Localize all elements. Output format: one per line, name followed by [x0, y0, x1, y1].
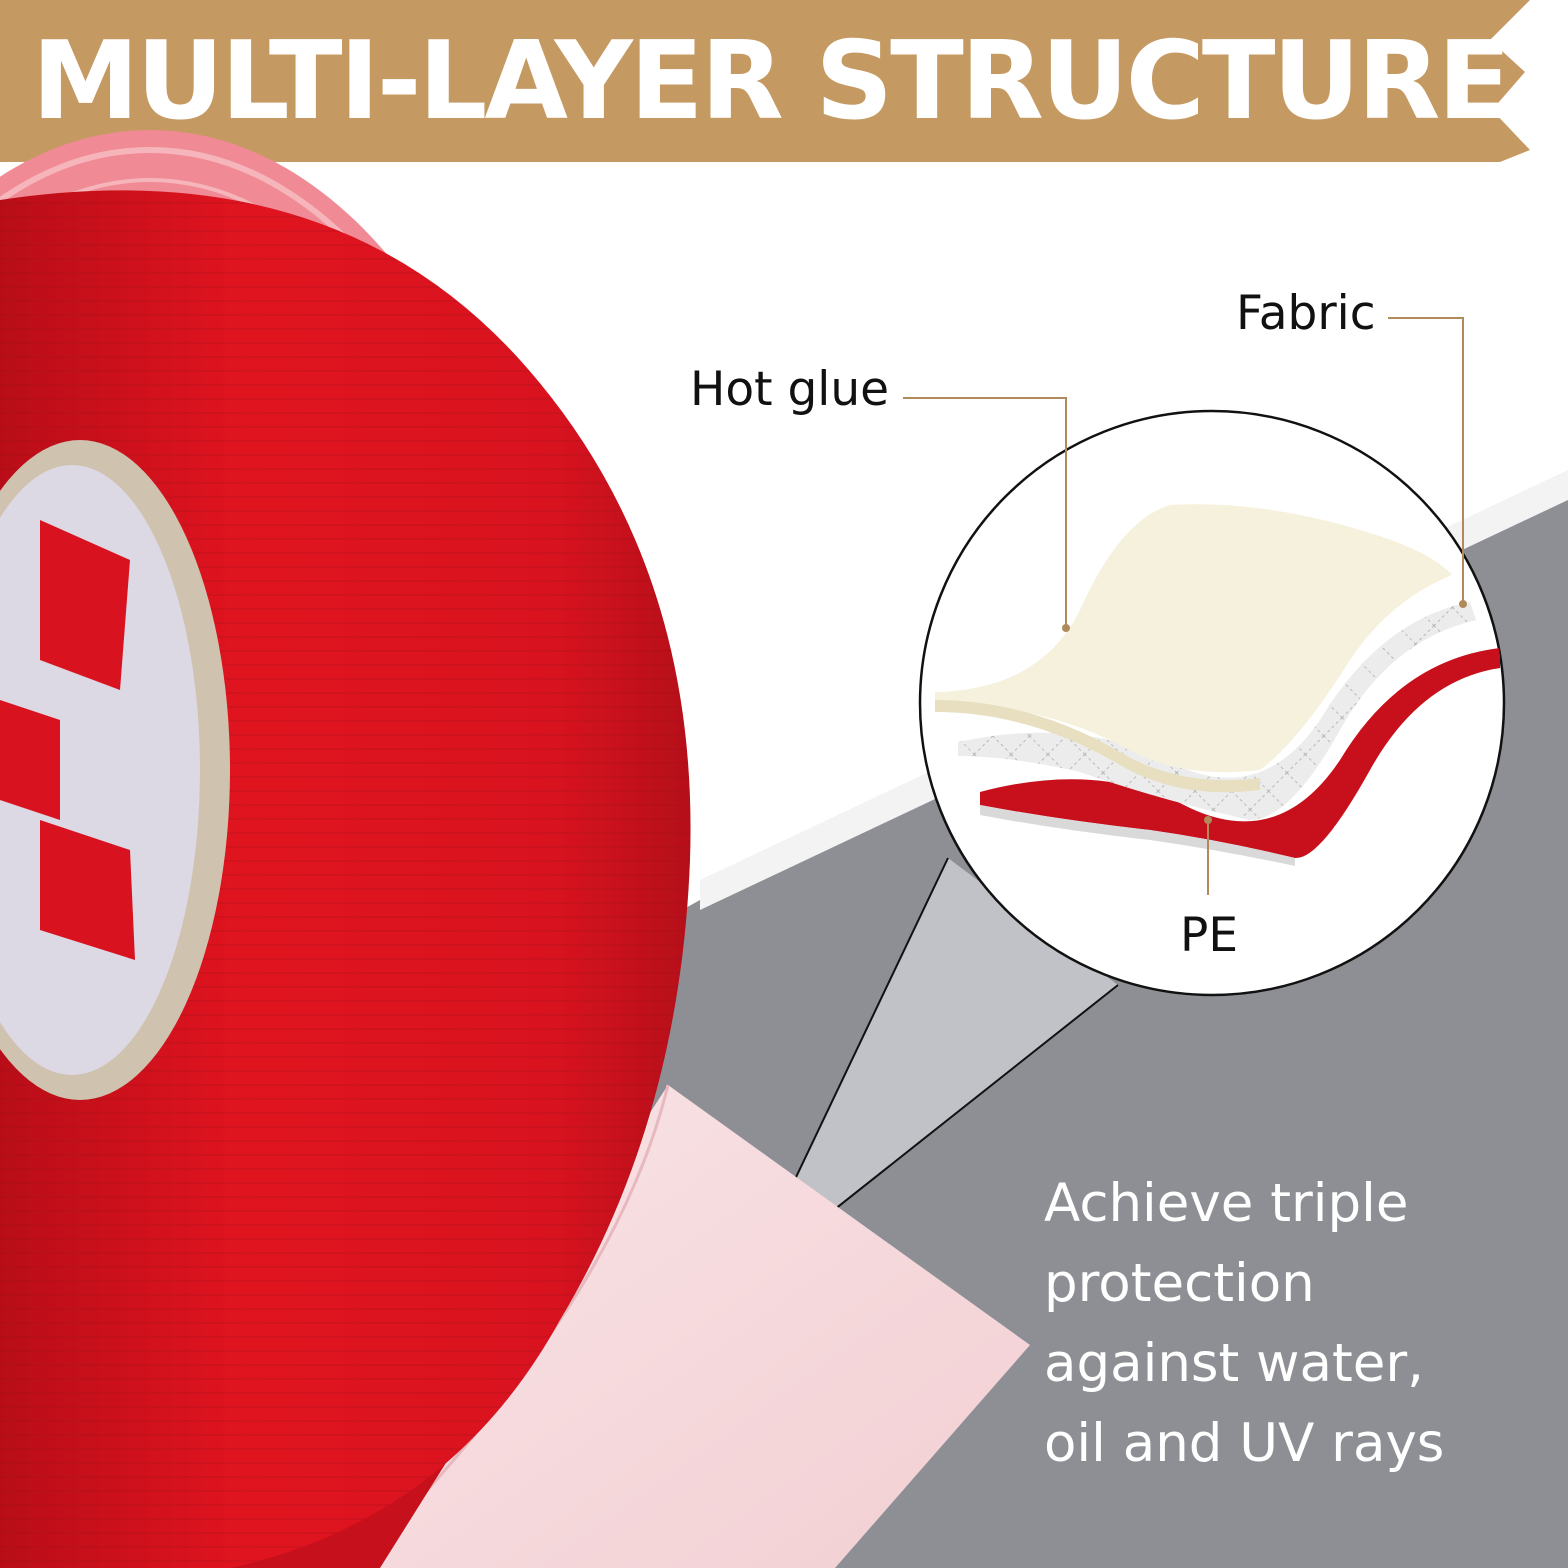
label-fabric: Fabric — [1236, 286, 1376, 341]
leader-fabric — [1388, 317, 1464, 604]
tagline-line: protection — [1044, 1253, 1315, 1314]
tagline-line: oil and UV rays — [1044, 1413, 1445, 1474]
pe-layer — [980, 648, 1500, 859]
banner-ribbon — [0, 0, 1530, 162]
tagline-line: Achieve triple — [1044, 1173, 1409, 1234]
label-pe: PE — [1180, 908, 1239, 963]
tape-adhesive-strip — [355, 1085, 1030, 1568]
callout-wedge — [748, 858, 1118, 1278]
label-hot-glue: Hot glue — [690, 362, 890, 417]
leader-hot-glue — [903, 397, 1067, 628]
tagline: Achieve triple protection against water,… — [1044, 1164, 1564, 1484]
hot-glue-layer — [935, 504, 1452, 773]
tagline-line: against water, — [1044, 1333, 1425, 1394]
banner-title: MULTI-LAYER STRUCTURE — [31, 19, 1511, 144]
